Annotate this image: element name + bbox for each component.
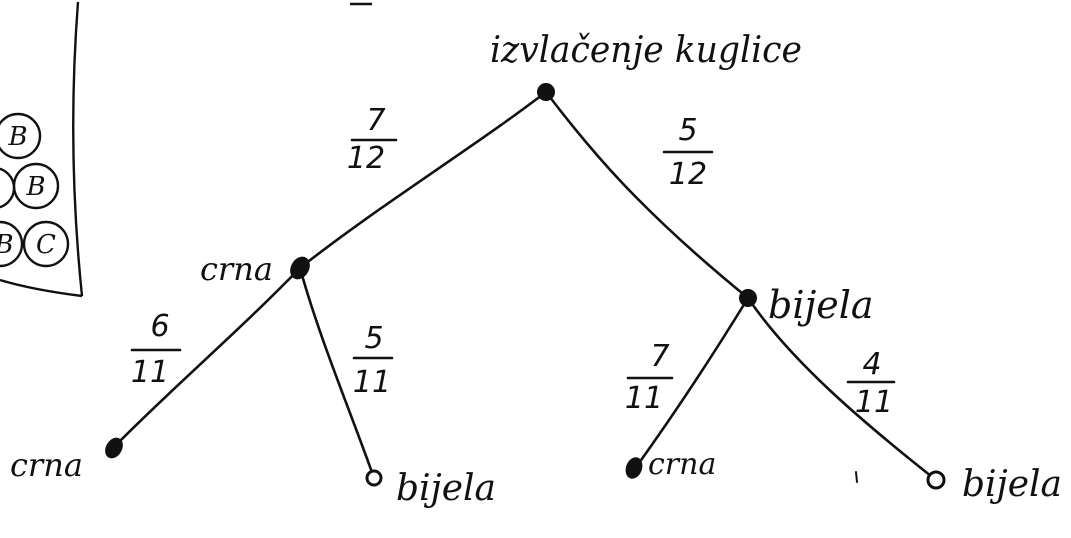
edge-crna-bijela (298, 266, 376, 480)
fraction-numerator: 7 (366, 103, 385, 138)
node-crna (290, 256, 310, 280)
fraction-denominator: 11 (625, 381, 663, 416)
fraction-denominator: 11 (855, 385, 893, 420)
ball: C (22, 220, 70, 268)
leaf-crna-bijela-label: bijela (396, 468, 496, 509)
box-bottom-wall (0, 278, 83, 298)
root-node (537, 83, 555, 101)
fraction-denominator: 12 (347, 141, 385, 176)
fraction-numerator: 5 (364, 321, 383, 356)
node-bijela-label: bijela (768, 283, 874, 327)
edge-crna-crna (111, 266, 302, 450)
fraction-numerator: 6 (150, 309, 169, 344)
leaf-bijela-crna-node (625, 457, 643, 479)
ball-letter: B (7, 122, 27, 152)
edge-root-crna (298, 90, 548, 270)
leaf-crna-crna-label: crna (10, 446, 83, 484)
box-right-wall (72, 1, 84, 297)
fraction-crna-crna: 6 11 (130, 309, 182, 390)
root-label: izvlačenje kuglice (490, 30, 802, 71)
fraction-numerator: 5 (678, 113, 697, 148)
fraction-bijela-bijela: 4 11 (846, 347, 896, 420)
leaf-crna-crna-node (105, 437, 123, 459)
fraction-denominator: 11 (353, 365, 391, 400)
stray-tick-mark (855, 471, 858, 483)
ball-letter: C (36, 230, 56, 260)
ball-box: B B B C (0, 1, 372, 298)
ball: B (0, 220, 24, 268)
fraction-crna-bijela: 5 11 (352, 321, 394, 400)
node-bijela (739, 289, 757, 307)
leaf-bijela-bijela-label: bijela (962, 464, 1062, 505)
ball: B (0, 112, 42, 160)
node-crna-label: crna (200, 250, 273, 288)
fraction-root-crna: 7 12 (347, 103, 398, 176)
edge-bijela-crna (632, 296, 750, 472)
ball: B (12, 162, 60, 210)
ball-letter: B (0, 230, 14, 260)
edge-bijela-bijela (746, 296, 938, 482)
fraction-bijela-crna: 7 11 (625, 339, 674, 416)
fraction-denominator: 11 (131, 355, 169, 390)
fraction-root-bijela: 5 12 (662, 113, 714, 192)
leaf-bijela-crna-label: crna (648, 447, 716, 482)
ball-letter: B (25, 172, 45, 202)
edge-root-bijela (544, 90, 750, 300)
fraction-denominator: 12 (669, 157, 707, 192)
ball (0, 167, 16, 209)
fraction-numerator: 4 (862, 347, 881, 382)
leaf-crna-bijela-node (365, 469, 383, 487)
leaf-bijela-bijela-node (926, 470, 946, 490)
fraction-numerator: 7 (650, 339, 669, 374)
